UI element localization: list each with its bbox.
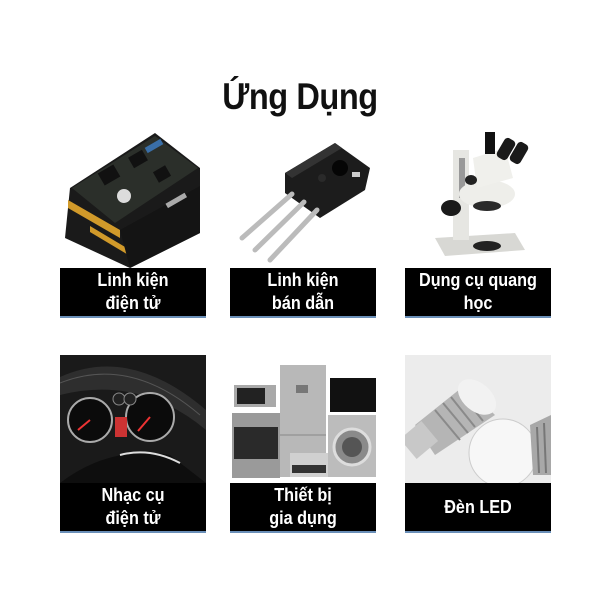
application-label: Đèn LED [405, 483, 551, 531]
microscope-icon [405, 128, 551, 268]
label-line: điện tử [105, 508, 161, 528]
label-line: Dụng cụ quang [419, 270, 537, 290]
label-line: Nhạc cụ [101, 485, 165, 505]
label-line: gia dụng [269, 508, 337, 528]
label-line: Linh kiện [97, 270, 169, 290]
application-label: Thiết bị gia dụng [230, 483, 376, 531]
page-title: Ứng Dụng [222, 76, 378, 117]
led-bulb-icon [405, 355, 551, 483]
application-label: Linh kiện điện tử [60, 268, 206, 316]
circuit-board-icon [60, 128, 206, 268]
label-line: Linh kiện [267, 270, 339, 290]
appliances-icon [230, 355, 376, 483]
application-label: Nhạc cụ điện tử [60, 483, 206, 531]
application-label: Dụng cụ quang học [405, 268, 551, 316]
label-line: bán dẫn [271, 293, 335, 313]
dashboard-gauge-icon [60, 355, 206, 483]
application-label: Linh kiện bán dẫn [230, 268, 376, 316]
label-line: Đèn LED [444, 496, 512, 517]
label-line: học [463, 293, 493, 313]
transistor-icon [230, 128, 376, 268]
label-line: điện tử [105, 293, 161, 313]
label-line: Thiết bị [274, 485, 332, 505]
